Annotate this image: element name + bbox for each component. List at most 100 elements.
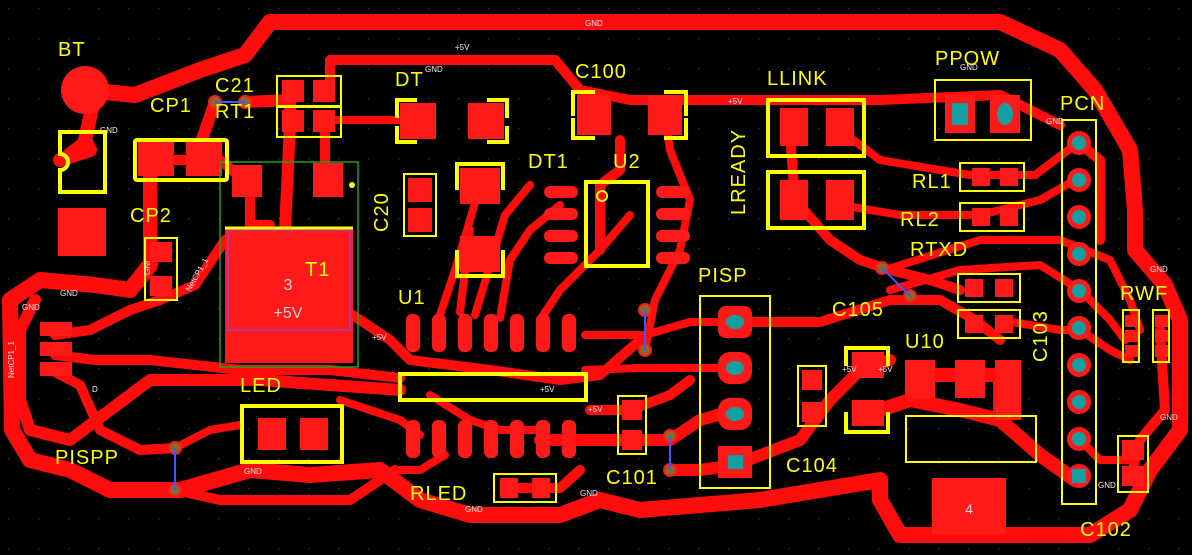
grid-dot bbox=[638, 428, 640, 430]
grid-dot bbox=[278, 458, 280, 460]
label-c103: C103 bbox=[1030, 310, 1052, 362]
grid-dot bbox=[818, 548, 820, 550]
grid-dot bbox=[308, 98, 310, 100]
grid-dot bbox=[68, 488, 70, 490]
grid-dot bbox=[38, 38, 40, 40]
grid-dot bbox=[488, 158, 490, 160]
grid-dot bbox=[698, 218, 700, 220]
net-label-5v: +5V bbox=[455, 43, 470, 52]
grid-dot bbox=[968, 548, 970, 550]
grid-dot bbox=[98, 308, 100, 310]
net-label-5v: +5V bbox=[540, 385, 555, 394]
grid-dot bbox=[848, 548, 850, 550]
rled-pad-1 bbox=[500, 478, 518, 498]
c102-pad-1 bbox=[1122, 440, 1144, 460]
grid-dot bbox=[668, 518, 670, 520]
grid-dot bbox=[698, 458, 700, 460]
grid-dot bbox=[908, 428, 910, 430]
cp2-pad-1 bbox=[150, 242, 172, 262]
grid-dot bbox=[518, 8, 520, 10]
grid-dot bbox=[338, 458, 340, 460]
grid-dot bbox=[308, 458, 310, 460]
grid-dot bbox=[638, 158, 640, 160]
grid-dot bbox=[968, 188, 970, 190]
grid-dot bbox=[1028, 158, 1030, 160]
grid-dot bbox=[1058, 398, 1060, 400]
u1-pad-bottom bbox=[484, 420, 498, 458]
grid-dot bbox=[548, 458, 550, 460]
trace bbox=[14, 294, 406, 446]
grid-dot bbox=[128, 428, 130, 430]
grid-dot bbox=[8, 38, 10, 40]
grid-dot bbox=[758, 308, 760, 310]
grid-dot bbox=[428, 248, 430, 250]
trace bbox=[581, 364, 739, 374]
grid-dot bbox=[128, 368, 130, 370]
grid-dot bbox=[1058, 368, 1060, 370]
c105-pad-2 bbox=[852, 400, 884, 426]
grid-dot bbox=[278, 188, 280, 190]
grid-dot bbox=[488, 548, 490, 550]
grid-dot bbox=[518, 68, 520, 70]
grid-dot bbox=[668, 458, 670, 460]
t1-pad-number: 3 bbox=[284, 277, 293, 294]
grid-dot bbox=[458, 98, 460, 100]
t1-keepout bbox=[227, 229, 351, 331]
grid-dot bbox=[818, 38, 820, 40]
grid-dot bbox=[338, 8, 340, 10]
grid-dot bbox=[878, 518, 880, 520]
grid-dot bbox=[38, 128, 40, 130]
grid-dot bbox=[98, 338, 100, 340]
grid-dot bbox=[128, 518, 130, 520]
pcn-hole bbox=[1072, 432, 1086, 446]
grid-dot bbox=[848, 518, 850, 520]
grid-dot bbox=[518, 38, 520, 40]
grid-dot bbox=[308, 68, 310, 70]
u1-pad-top bbox=[458, 314, 472, 352]
dt-pad-1 bbox=[400, 103, 436, 139]
grid-dot bbox=[578, 338, 580, 340]
trace-5v-top bbox=[325, 55, 1065, 130]
grid-dot bbox=[338, 158, 340, 160]
grid-dot bbox=[788, 428, 790, 430]
grid-dot bbox=[8, 8, 10, 10]
grid-dot bbox=[608, 308, 610, 310]
grid-dot bbox=[248, 8, 250, 10]
grid-dot bbox=[68, 518, 70, 520]
label-c105: C105 bbox=[832, 299, 884, 321]
grid-dot bbox=[728, 8, 730, 10]
grid-dot bbox=[218, 8, 220, 10]
c103-pad-2 bbox=[995, 315, 1013, 333]
grid-dot bbox=[68, 428, 70, 430]
net-label-5v: +5V bbox=[588, 405, 603, 414]
grid-dot bbox=[878, 68, 880, 70]
rt1-outline bbox=[276, 106, 342, 138]
dt1-pad-1 bbox=[460, 168, 500, 204]
grid-dot bbox=[578, 548, 580, 550]
grid-dot bbox=[338, 548, 340, 550]
bt-outline bbox=[58, 130, 107, 194]
trace bbox=[536, 211, 634, 324]
grid-dot bbox=[938, 68, 940, 70]
grid-dot bbox=[428, 428, 430, 430]
grid-dot bbox=[998, 8, 1000, 10]
grid-dot bbox=[188, 428, 190, 430]
grid-dot bbox=[698, 278, 700, 280]
grid-dot bbox=[158, 218, 160, 220]
grid-dot bbox=[758, 38, 760, 40]
grid-dot bbox=[1178, 218, 1180, 220]
grid-dot bbox=[668, 8, 670, 10]
c21-pad-1 bbox=[282, 80, 304, 102]
grid-dot bbox=[38, 68, 40, 70]
net-label-gnd: GND bbox=[60, 289, 78, 298]
pcn-outline bbox=[1061, 119, 1097, 505]
grid-dot bbox=[638, 398, 640, 400]
grid-dot bbox=[1148, 98, 1150, 100]
grid-dot bbox=[998, 278, 1000, 280]
grid-dot bbox=[578, 8, 580, 10]
net-label-gnd: GND bbox=[1046, 117, 1064, 126]
pad-designators: 3 +5V 4 bbox=[274, 277, 974, 517]
grid-dot bbox=[248, 428, 250, 430]
grid-dot bbox=[1028, 548, 1030, 550]
